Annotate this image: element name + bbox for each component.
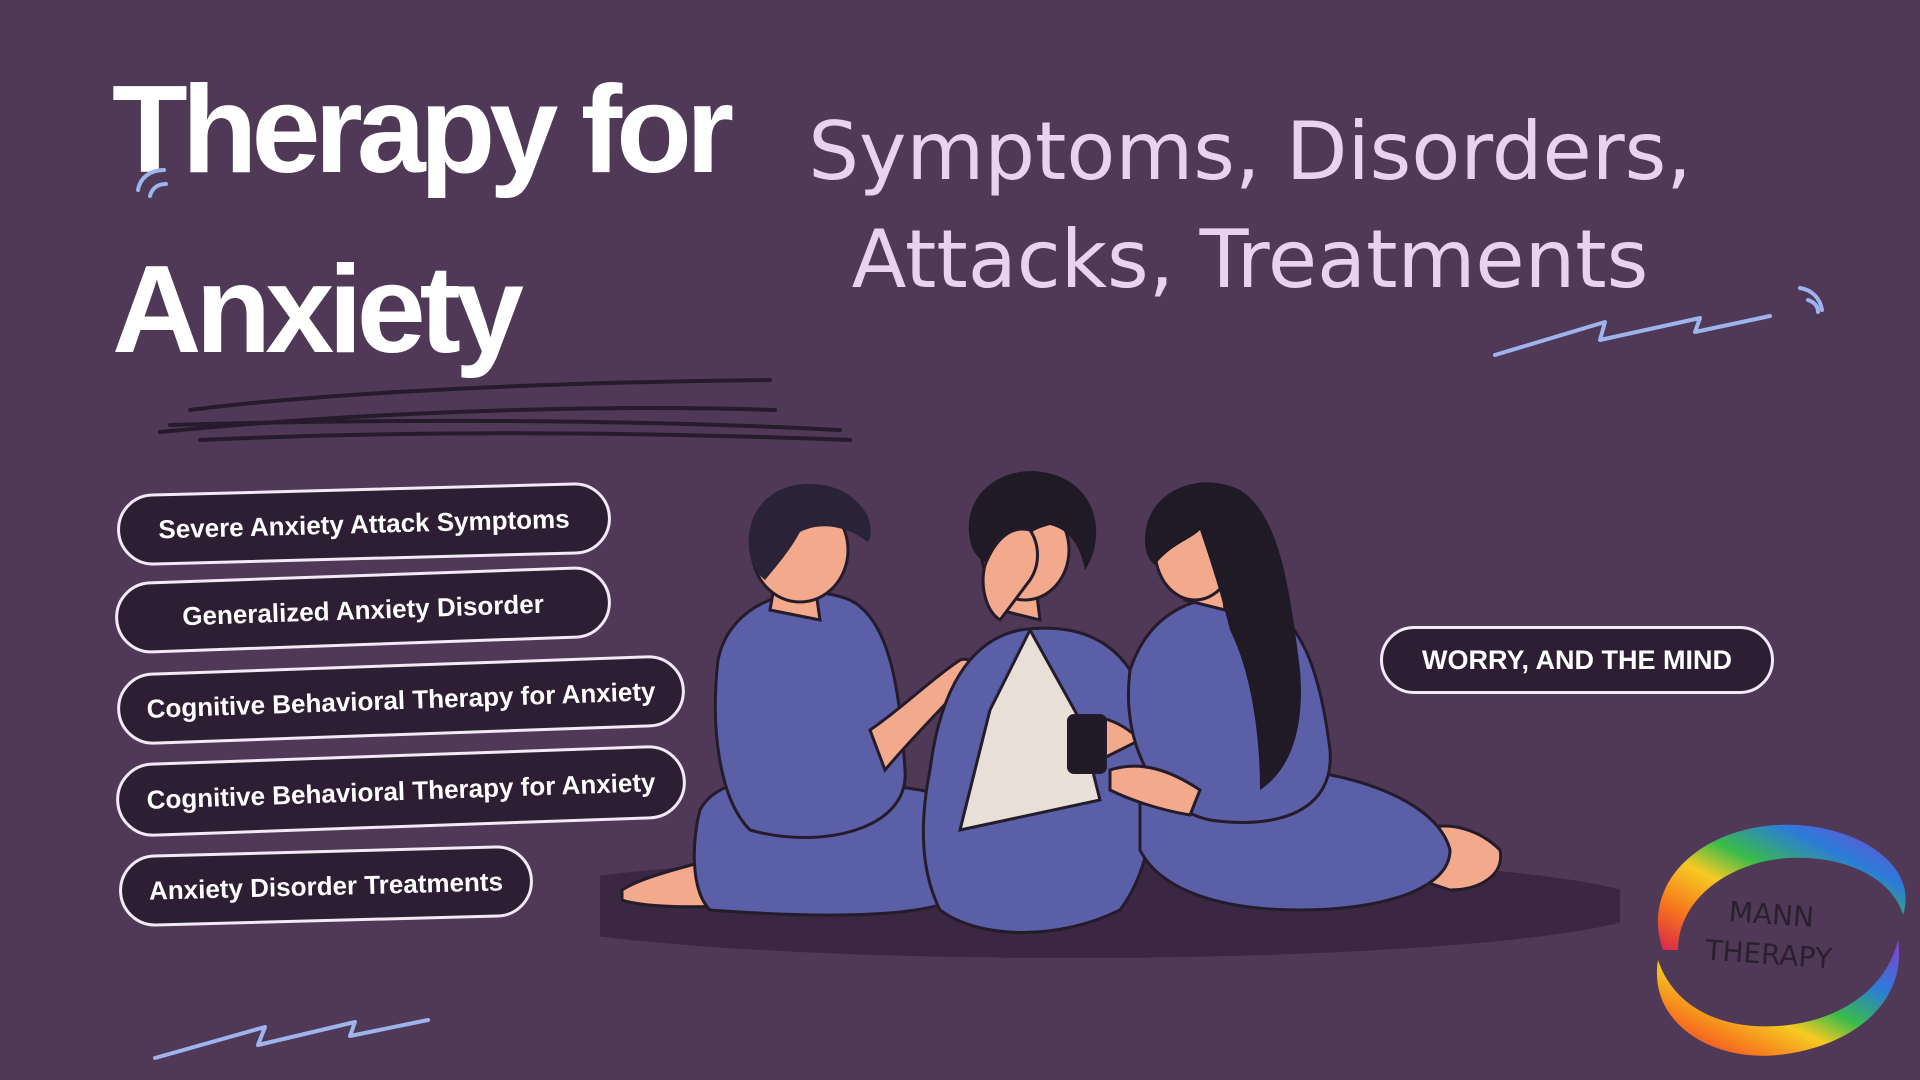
left-person (620, 483, 981, 917)
main-title: Therapy for Anxiety (112, 40, 734, 400)
zigzag-top-right (1493, 314, 1772, 357)
zigzag-bottom-left (153, 1018, 430, 1060)
main-title-line-1: Therapy for (112, 61, 734, 199)
subtitle-line-1: Symptoms, Disorders, (808, 105, 1692, 198)
friends-illustration (600, 471, 1620, 958)
topic-pill-2[interactable]: Generalized Anxiety Disorder (113, 565, 613, 655)
right-person (1108, 482, 1503, 912)
subtitle-line-2: Attacks, Treatments (851, 213, 1649, 306)
flick-right (1798, 286, 1824, 314)
worry-badge-label: WORRY, AND THE MIND (1422, 644, 1732, 675)
topic-pill-label: Anxiety Disorder Treatments (148, 865, 504, 906)
topic-pill-label: Generalized Anxiety Disorder (181, 588, 545, 631)
phone (1067, 714, 1107, 774)
topic-pill-1[interactable]: Severe Anxiety Attack Symptoms (116, 481, 612, 567)
middle-person (921, 471, 1156, 934)
worry-badge[interactable]: WORRY, AND THE MIND (1380, 626, 1774, 694)
topic-pill-label: Cognitive Behavioral Therapy for Anxiety (146, 675, 656, 724)
mann-therapy-logo (1656, 824, 1906, 1056)
topic-pill-5[interactable]: Anxiety Disorder Treatments (118, 844, 534, 928)
subtitle: Symptoms, Disorders, Attacks, Treatments (770, 98, 1730, 314)
topic-pill-label: Severe Anxiety Attack Symptoms (157, 503, 570, 544)
topic-pill-label: Cognitive Behavioral Therapy for Anxiety (146, 766, 656, 815)
main-title-line-2: Anxiety (112, 241, 524, 379)
